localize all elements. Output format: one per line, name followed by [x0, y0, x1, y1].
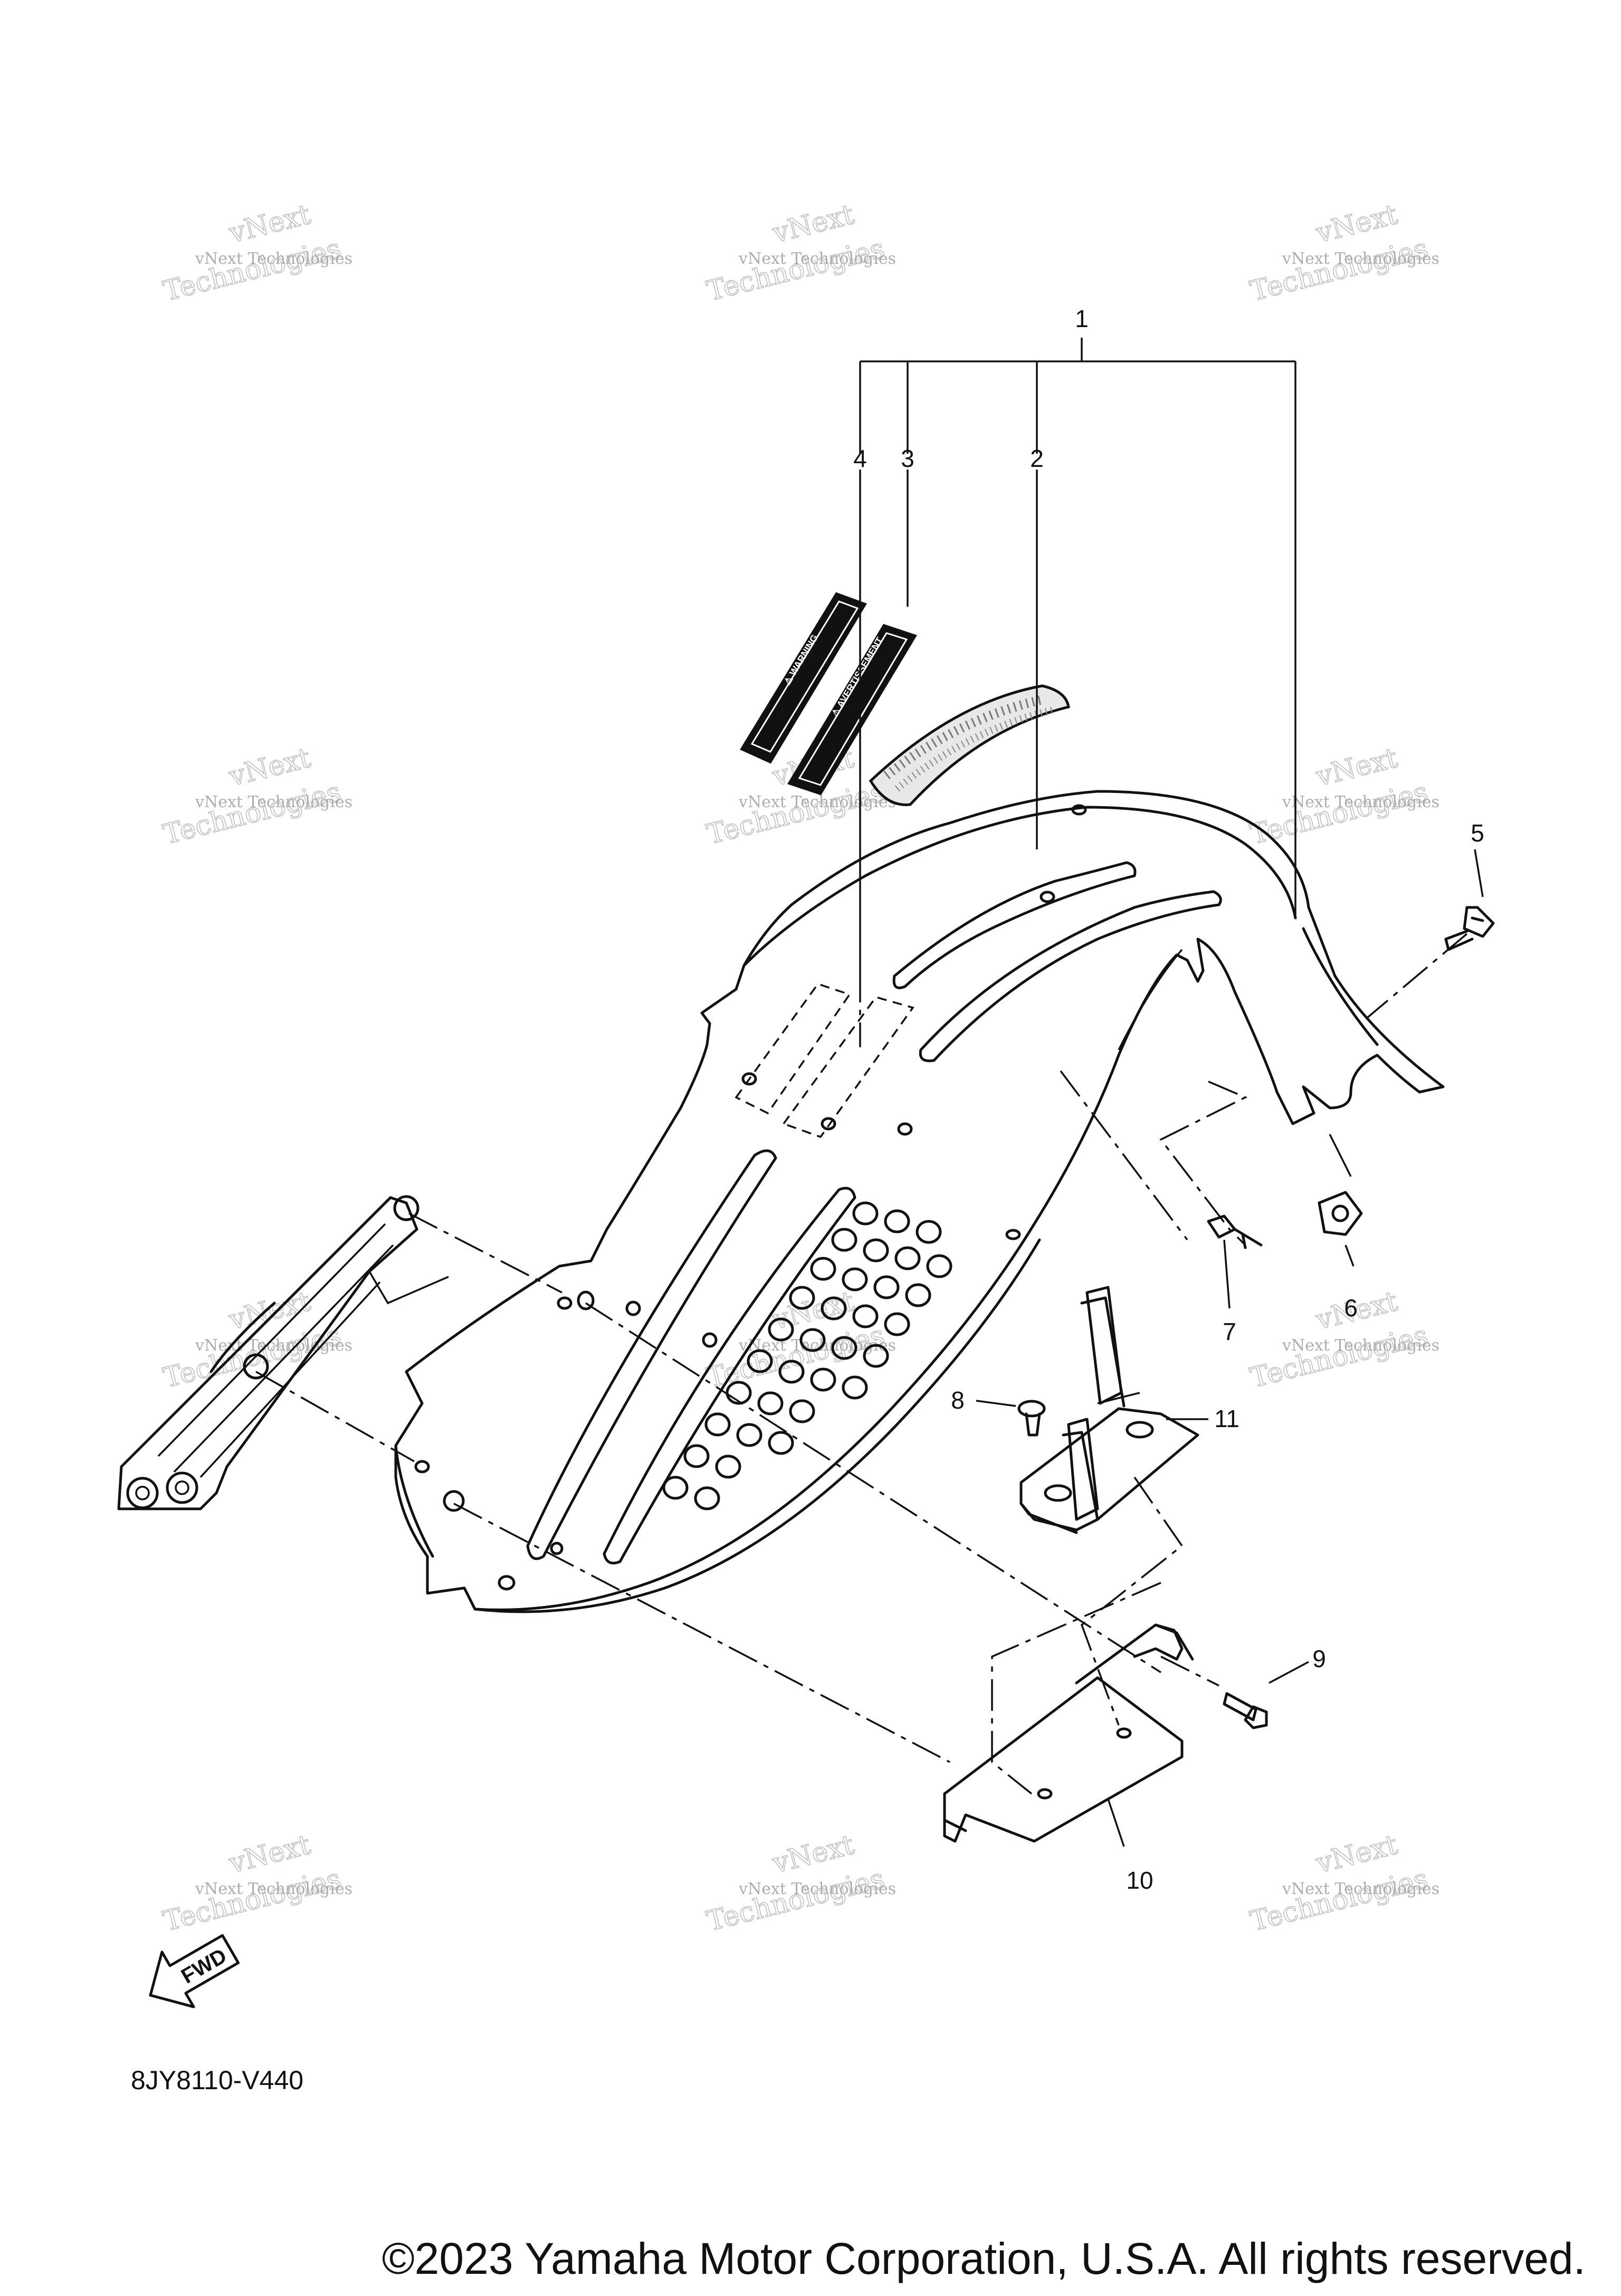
- watermark: vNext Technologies vNext Technologies: [160, 198, 352, 308]
- assembly-center-lines: [255, 607, 1468, 1795]
- watermark-text: vNext Technologies: [738, 250, 896, 268]
- watermark: vNext Technologies vNext Technologies: [1247, 198, 1439, 308]
- watermark-text: vNext Technologies: [1282, 793, 1439, 811]
- diagram-code: 8JY8110-V440: [131, 2065, 303, 2095]
- watermark-text: vNext Technologies: [1282, 1880, 1439, 1898]
- rear-fender: [394, 790, 1445, 1613]
- callout-3: 3: [901, 445, 914, 472]
- watermark: vNext Technologies vNext Technologies: [1247, 1285, 1439, 1395]
- watermark: vNext Technologies vNext Technologies: [703, 742, 896, 852]
- watermark: vNext Technologies vNext Technologies: [160, 1829, 352, 1938]
- watermark-text: vNext Technologies: [1282, 1336, 1439, 1355]
- part-6-clip: [1318, 1134, 1363, 1267]
- watermark-text: vNext Technologies: [738, 1880, 896, 1898]
- part-8-screw: [976, 1400, 1046, 1437]
- part-9-bolt: [1223, 1661, 1309, 1729]
- watermark: vNext Technologies vNext Technologies: [160, 742, 352, 852]
- callout-10: 10: [1126, 1867, 1153, 1894]
- watermark: vNext Technologies vNext Technologies: [1247, 742, 1439, 852]
- watermark-text: vNext Technologies: [195, 793, 352, 811]
- callout-7: 7: [1223, 1318, 1236, 1345]
- callout-11: 11: [1214, 1405, 1239, 1432]
- part-11-bracket: [1019, 1286, 1208, 1534]
- watermark-text: vNext Technologies: [195, 1880, 352, 1898]
- watermark-text: vNext Technologies: [195, 250, 352, 268]
- callout-1: 1: [1075, 305, 1089, 332]
- watermark: vNext Technologies vNext Technologies: [703, 1829, 896, 1938]
- callout-9: 9: [1312, 1645, 1326, 1672]
- callout-bracket-1: [859, 338, 1296, 918]
- part-10-plate: [943, 1623, 1194, 1847]
- watermark-text: vNext Technologies: [1282, 250, 1439, 268]
- watermark: vNext Technologies vNext Technologies: [703, 198, 896, 308]
- callout-2: 2: [1030, 445, 1044, 472]
- watermark-text: vNext Technologies: [738, 793, 896, 811]
- part-7-rivet: [1207, 1214, 1263, 1309]
- fwd-arrow-icon: FWD: [149, 1934, 240, 2008]
- copyright-notice: ©2023 Yamaha Motor Corporation, U.S.A. A…: [382, 2234, 1586, 2283]
- callout-labels: 1 2 3 4 5 6 7 8 9 10 11: [853, 305, 1484, 1894]
- frame-section: [117, 1195, 449, 1510]
- callout-4: 4: [853, 445, 867, 472]
- pad-part-2: [869, 684, 1070, 806]
- callout-8: 8: [951, 1386, 965, 1414]
- fender-perforations: [662, 1201, 952, 1510]
- watermark: vNext Technologies vNext Technologies: [1247, 1829, 1439, 1938]
- callout-6: 6: [1344, 1294, 1358, 1322]
- part-5-screw: [1444, 849, 1495, 951]
- callout-5: 5: [1471, 819, 1484, 847]
